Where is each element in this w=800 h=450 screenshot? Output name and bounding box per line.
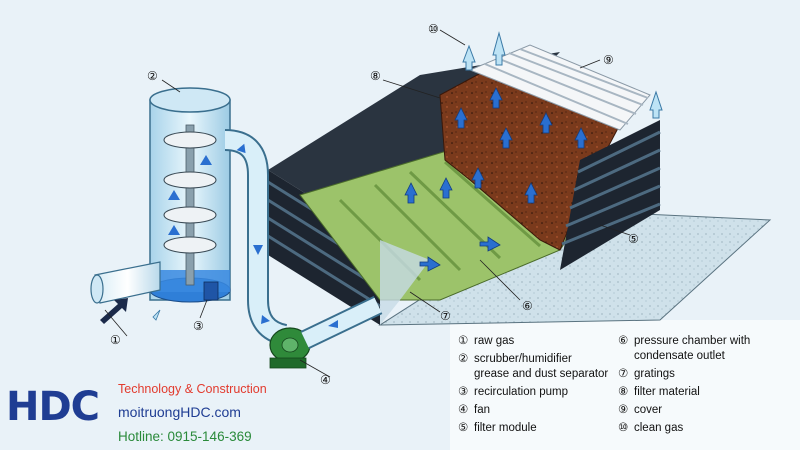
airflow-arrows (404, 87, 588, 272)
callout-6: ⑥ (522, 299, 533, 313)
brand-tagline: Technology & Construction (118, 382, 267, 396)
recirculation-pump (203, 281, 219, 301)
hdc-logo: HDC (6, 384, 100, 430)
callout-7: ⑦ (440, 309, 451, 323)
legend-item: grease and dust separator (474, 368, 609, 380)
brand-hotline: Hotline: 0915-146-369 (118, 429, 252, 444)
scrubber-tower (90, 87, 231, 321)
callout-4: ④ (320, 373, 331, 387)
callout-10: ⑩ (428, 22, 439, 36)
legend-item: condensate outlet (634, 350, 725, 362)
callout-3: ③ (193, 319, 204, 333)
callouts: ① ② ③ ④ ⑤ ⑥ ⑦ ⑧ ⑨ ⑩ (110, 22, 639, 387)
callout-1: ① (110, 333, 121, 347)
callout-5: ⑤ (628, 232, 639, 246)
raw-gas-arrow (100, 298, 128, 324)
clean-gas-arrows (462, 31, 663, 119)
brand-watermark: HDC Technology & Construction moitruongH… (0, 378, 290, 450)
callout-8: ⑧ (370, 69, 381, 83)
brand-website-link[interactable]: moitruongHDC.com (118, 404, 241, 420)
filter-module (267, 44, 772, 326)
callout-9: ⑨ (603, 53, 614, 67)
callout-2: ② (147, 69, 158, 83)
cover (468, 44, 651, 131)
